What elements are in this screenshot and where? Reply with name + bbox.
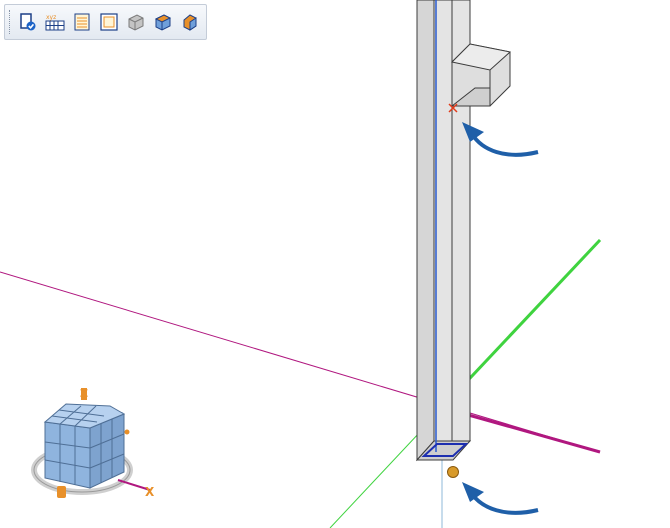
- grey-solid-icon: [128, 14, 144, 31]
- x-axis-line: [0, 271, 601, 453]
- grey-solid-button[interactable]: [125, 10, 148, 34]
- blue-solid-icon: [155, 14, 172, 31]
- beam-model[interactable]: [415, 0, 512, 462]
- toolbar: xyz: [4, 4, 207, 40]
- arrow-top-icon: [462, 122, 539, 157]
- view-cube-x-label: X: [145, 485, 155, 499]
- frame-sheet-icon: [100, 13, 119, 31]
- svg-text:xyz: xyz: [46, 14, 56, 21]
- toolbar-grip[interactable]: [9, 10, 13, 34]
- xyz-grid-icon: xyz: [45, 14, 65, 31]
- snap-point-bottom[interactable]: [447, 466, 459, 478]
- view-cube[interactable]: Z X: [31, 387, 155, 499]
- sheet-lines-icon: [74, 13, 90, 31]
- view-cube-z-label: Z: [80, 387, 88, 400]
- frame-sheet-button[interactable]: [98, 10, 121, 34]
- blue-solid-button[interactable]: [152, 10, 175, 34]
- xyz-grid-button[interactable]: xyz: [44, 10, 67, 34]
- document-check-button[interactable]: [17, 10, 40, 34]
- view-cube-side-handle[interactable]: [124, 429, 130, 435]
- snap-point-top[interactable]: [448, 103, 458, 113]
- document-check-icon: [20, 13, 36, 31]
- orange-blue-solid-button[interactable]: [179, 10, 202, 34]
- view-cube-z-handle[interactable]: [81, 388, 87, 400]
- sheet-lines-button[interactable]: [71, 10, 94, 34]
- arrow-bottom-icon: [462, 482, 539, 515]
- orange-blue-solid-icon: [183, 14, 197, 31]
- view-cube-front-handle[interactable]: [57, 486, 66, 498]
